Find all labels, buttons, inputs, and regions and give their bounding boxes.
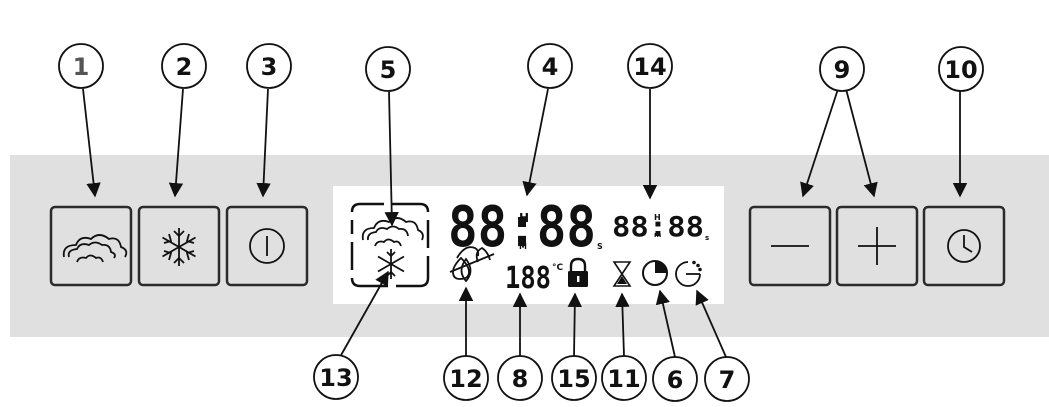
callout-11: 11 <box>601 355 647 401</box>
hourglass-icon <box>612 261 632 287</box>
callout-6: 6 <box>652 356 698 402</box>
timer-button[interactable] <box>922 205 1006 287</box>
svg-text:1: 1 <box>73 53 90 81</box>
svg-text:13: 13 <box>319 364 352 392</box>
callout-3: 3 <box>246 43 292 89</box>
svg-text:5: 5 <box>380 56 397 84</box>
steam-cloud-icon <box>62 234 128 263</box>
svg-text:6: 6 <box>667 366 684 394</box>
svg-text:3: 3 <box>261 53 278 81</box>
plus-icon <box>858 227 896 265</box>
display-snowflake-icon <box>377 249 405 279</box>
power-icon <box>249 228 285 264</box>
callout-arrows <box>82 88 968 358</box>
secondary-hour-marker: H <box>654 213 661 222</box>
callout-7: 7 <box>704 356 750 402</box>
svg-text:8: 8 <box>512 365 529 393</box>
clock-icon <box>947 229 981 263</box>
delay-start-icon <box>675 260 702 287</box>
svg-text:15: 15 <box>557 365 590 393</box>
svg-text:10: 10 <box>944 56 977 84</box>
temperature-unit: °C <box>552 263 564 273</box>
main-hour-marker: H <box>519 211 529 225</box>
mode-frame <box>350 202 430 288</box>
steam-button[interactable] <box>49 205 133 287</box>
svg-text:7: 7 <box>719 366 736 394</box>
secondary-minute-marker: m <box>654 231 661 239</box>
svg-text:9: 9 <box>834 56 851 84</box>
callout-1: 1 <box>58 43 104 89</box>
callout-9: 9 <box>819 46 865 92</box>
temperature-digits: 188 <box>505 261 551 296</box>
callout-14: 14 <box>627 43 673 89</box>
svg-text:11: 11 <box>607 365 640 393</box>
main-time-digits: 88:88 <box>448 195 596 260</box>
callout-8: 8 <box>497 355 543 401</box>
svg-text:12: 12 <box>449 365 482 393</box>
main-second-marker: S <box>597 242 603 251</box>
plus-button[interactable] <box>835 205 919 287</box>
callout-5: 5 <box>365 46 411 92</box>
humidity-icon <box>449 246 495 283</box>
svg-text:2: 2 <box>176 53 193 81</box>
callout-10: 10 <box>938 46 984 92</box>
callout-2: 2 <box>161 43 207 89</box>
snowflake-icon <box>162 228 196 266</box>
freeze-button[interactable] <box>137 205 221 287</box>
minus-button[interactable] <box>748 205 832 287</box>
timer-pie-icon <box>642 260 668 286</box>
callout-13: 13 <box>313 354 359 400</box>
secondary-second-marker: s <box>705 234 709 242</box>
power-button[interactable] <box>225 205 309 287</box>
svg-text:14: 14 <box>633 53 666 81</box>
callout-4: 4 <box>527 43 573 89</box>
lock-icon <box>568 257 588 287</box>
main-minute-marker: M <box>519 242 527 251</box>
svg-text:4: 4 <box>542 53 559 81</box>
callout-12: 12 <box>443 355 489 401</box>
secondary-time-digits: 88:88 <box>612 210 704 243</box>
callout-15: 15 <box>551 355 597 401</box>
